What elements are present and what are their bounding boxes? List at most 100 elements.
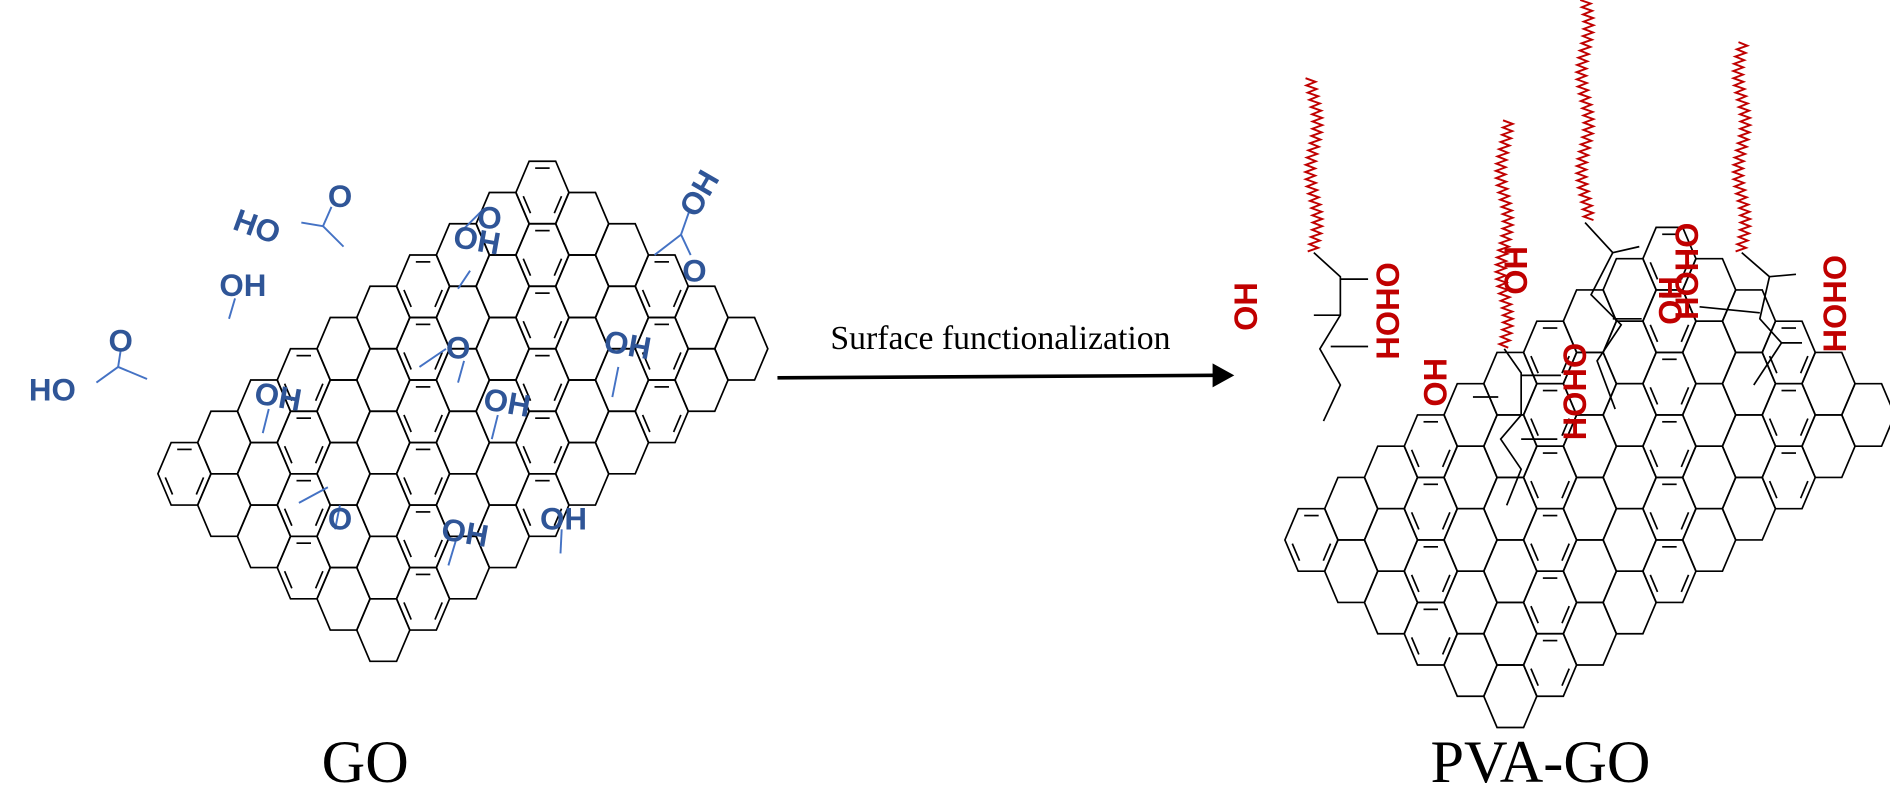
double-bond: [283, 570, 293, 589]
double-bond: [522, 508, 532, 527]
double-bond: [553, 383, 563, 402]
double-bond: [195, 477, 205, 495]
double-bond: [434, 414, 443, 433]
hexagon-ring: [316, 379, 371, 444]
hexagon-ring: [554, 379, 610, 444]
double-bond: [1680, 324, 1690, 343]
hexagon-ring: [316, 566, 371, 631]
hexagon-ring: [1721, 351, 1777, 416]
hexagon-ring: [236, 441, 292, 506]
hexagon-ring: [1443, 570, 1498, 635]
hexagon-ring: [276, 410, 332, 475]
double-bond: [522, 320, 532, 339]
double-bond: [1680, 449, 1690, 468]
hexagon-ring: [1801, 414, 1856, 479]
pva-chain: [1730, 41, 1753, 253]
hexagon-ring: [1641, 414, 1697, 479]
hexagon-ring: [674, 285, 729, 350]
double-bond: [1441, 449, 1451, 468]
hexagon-ring: [316, 441, 371, 506]
hexagon-ring: [634, 379, 690, 444]
pva-oh: OH: [1652, 276, 1688, 325]
hexagon-ring: [395, 316, 451, 381]
go-cooh-ho: HO: [229, 202, 285, 251]
double-bond: [403, 414, 412, 433]
pva-chain: [1493, 119, 1516, 349]
hexagon-ring: [316, 316, 371, 381]
hexagon-ring: [276, 472, 332, 538]
hexagon-ring: [634, 254, 690, 319]
double-bond: [522, 445, 532, 464]
go-functional-groups: HO O OH O OH HO O O OH O OH OH OH O OH O…: [29, 164, 726, 554]
double-bond: [1441, 637, 1451, 655]
pva-chain: [1302, 77, 1326, 253]
double-bond: [1530, 605, 1539, 624]
hexagon-ring: [1522, 507, 1578, 573]
double-bond: [1561, 543, 1570, 562]
hexagon-ring: [514, 222, 570, 288]
double-bond: [1649, 261, 1659, 280]
hexagon-ring: [1323, 539, 1379, 604]
hexagon-ring: [1602, 257, 1658, 323]
pva-oh: OH: [1417, 358, 1453, 407]
hexagon-ring: [1482, 601, 1538, 666]
hexagon-ring: [1681, 507, 1737, 573]
hexagon-ring: [1721, 476, 1777, 541]
hexagon-ring: [395, 441, 451, 506]
hexagon-ring: [1443, 445, 1498, 510]
hexagon-ring: [1482, 539, 1538, 604]
go-group-bonds: [95, 206, 692, 566]
double-bond: [1410, 449, 1420, 468]
hexagon-ring: [395, 254, 451, 319]
pva-go-title: PVA-GO: [1430, 729, 1650, 788]
double-bond: [522, 195, 532, 214]
hexagon-ring: [1801, 351, 1856, 416]
double-bond: [1322, 543, 1332, 562]
hexagon-ring: [196, 410, 252, 475]
hexagon-ring: [1562, 476, 1618, 541]
double-bond: [314, 570, 324, 589]
hexagon-ring: [1721, 414, 1777, 479]
hexagon-ring: [395, 566, 451, 631]
double-bond: [1649, 574, 1659, 593]
go-graphene-lattice: [156, 160, 769, 663]
go-oh: OH: [540, 501, 587, 536]
hexagon-ring: [554, 316, 610, 381]
hexagon-ring: [156, 441, 212, 506]
hexagon-ring: [1482, 414, 1538, 479]
double-bond: [434, 289, 443, 308]
double-bond: [553, 508, 563, 527]
go-oh: OH: [451, 219, 503, 262]
double-bond: [1649, 324, 1659, 343]
hexagon-ring: [713, 316, 769, 381]
hexagon-ring: [1681, 320, 1737, 385]
pva-linker-bonds: [1313, 221, 1803, 506]
hexagon-ring: [355, 472, 411, 538]
hexagon-ring: [355, 285, 411, 350]
double-bond: [1649, 449, 1659, 468]
go-epoxy: O: [328, 501, 352, 536]
hexagon-ring: [1482, 476, 1538, 541]
double-bond: [283, 508, 293, 527]
hexagon-ring: [475, 441, 531, 506]
hexagon-ring: [1562, 539, 1618, 604]
hexagon-ring: [514, 160, 570, 225]
hexagon-ring: [1363, 570, 1419, 635]
hexagon-ring: [1761, 445, 1817, 510]
hexagon-ring: [196, 472, 252, 538]
double-bond: [1530, 355, 1539, 374]
hexagon-ring: [1641, 476, 1697, 541]
double-bond: [672, 414, 682, 433]
double-bond: [553, 195, 563, 214]
go-oh: OH: [481, 381, 533, 424]
hexagon-ring: [1641, 539, 1697, 604]
go-epoxy: O: [477, 201, 501, 236]
go-oh: OH: [601, 324, 653, 367]
pva-go-graphene-lattice: [1283, 226, 1890, 729]
go-oh: OH: [439, 511, 491, 554]
double-bond: [553, 445, 563, 464]
pva-polymer-chains: [1302, 0, 1753, 349]
double-bond: [434, 352, 443, 370]
hexagon-ring: [435, 410, 491, 475]
hexagon-ring: [1443, 507, 1498, 573]
